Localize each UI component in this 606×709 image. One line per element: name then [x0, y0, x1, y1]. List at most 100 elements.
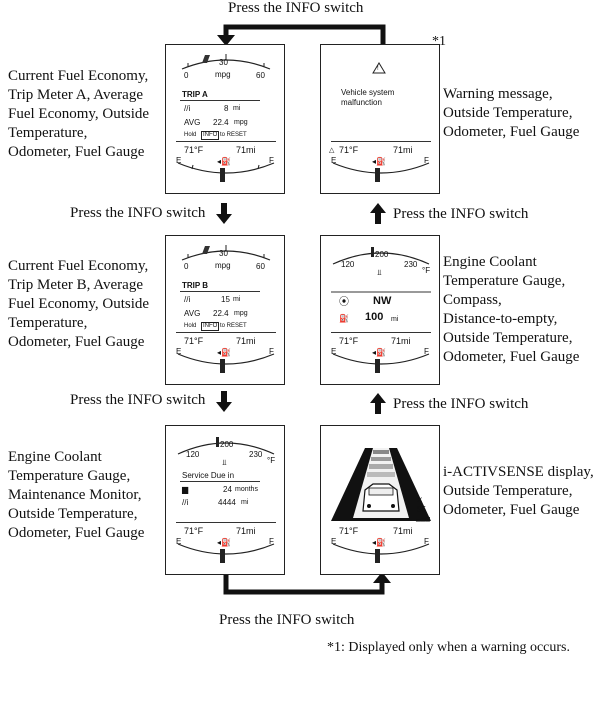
small-warning-icon: △ — [329, 147, 335, 154]
trip-icon: //i — [184, 295, 191, 304]
fuel-pump-icon: ◂⛽ — [217, 348, 231, 357]
fuel-full: F — [424, 537, 429, 546]
gauge-unit: mpg — [215, 261, 231, 270]
reset-text: to RESET — [220, 132, 247, 138]
divider — [176, 522, 276, 523]
fuel-pump-icon: ◂⛽ — [372, 157, 386, 166]
months-unit: months — [235, 486, 258, 493]
lane-icon: ⛌ — [417, 497, 423, 504]
caption-trip-a: Current Fuel Economy, Trip Meter A, Aver… — [8, 68, 150, 160]
warning-line-2: malfunction — [341, 98, 382, 107]
temp-mid: 200 — [375, 250, 389, 259]
months-value: 24 — [223, 485, 232, 494]
press-info-top: Press the INFO switch — [228, 0, 364, 16]
calendar-icon: ▆ — [182, 485, 189, 494]
gauge-max: 60 — [256, 71, 265, 80]
odometer: 71mi — [236, 145, 256, 155]
footnote-text: *1: Displayed only when a warning occurs… — [327, 640, 570, 655]
screen-warning: ! Vehicle system malfunction △ 71°F 71mi… — [320, 44, 440, 194]
outside-temp: 71°F — [184, 526, 204, 536]
fuel-pump-icon: ◂⛽ — [217, 157, 231, 166]
fuel-full: F — [269, 537, 274, 546]
fuel-empty: E — [331, 156, 337, 165]
coolant-icon: ⫫ — [222, 458, 227, 467]
screen-trip-a: 0 30 60 mpg TRIP A //i 8 mi AVG 22.4 mpg… — [165, 44, 285, 194]
coolant-gauge-art — [177, 437, 275, 563]
activsense-art — [331, 448, 431, 563]
avg-value: 22.4 — [213, 118, 229, 127]
gauge-mid: 30 — [219, 249, 228, 258]
temp-low: 120 — [186, 450, 200, 459]
outside-temp: 71°F — [184, 336, 204, 346]
fuel-economy-gauge-art — [177, 54, 275, 182]
temp-low: 120 — [341, 260, 355, 269]
screen-activsense: ⛌ 55 ▂▃▅ 71°F 71mi E F ◂⛽ — [320, 425, 440, 575]
odometer: 71mi — [236, 526, 256, 536]
avg-unit: mpg — [234, 119, 248, 126]
caption-warning: Warning message, Outside Temperature, Od… — [443, 86, 580, 140]
caption-trip-b: Current Fuel Economy, Trip Meter B, Aver… — [8, 258, 150, 350]
press-info-right-1: Press the INFO switch — [393, 206, 529, 222]
fuel-empty: E — [176, 537, 182, 546]
fuel-full: F — [269, 347, 274, 356]
compass-heading: NW — [373, 295, 392, 307]
hold-text: Hold — [184, 323, 197, 329]
temp-high: 230 — [249, 450, 263, 459]
warning-icon: ! — [377, 66, 379, 72]
avg-unit: mpg — [234, 310, 248, 317]
fuel-full: F — [269, 156, 274, 165]
hold-text: Hold — [184, 132, 197, 138]
divider — [176, 141, 276, 142]
distance-icon: //i — [182, 498, 189, 507]
screen-coolant-maint: 120 200 230 °F ⫫ Service Due in ▆ 24 mon… — [165, 425, 285, 575]
gauge-min: 0 — [184, 262, 189, 271]
avg-label: AVG — [184, 309, 201, 318]
divider — [180, 291, 260, 292]
outside-temp: 71°F — [339, 336, 359, 346]
trip-unit: mi — [233, 105, 241, 112]
distance-unit: mi — [241, 499, 249, 506]
temp-unit: °F — [267, 456, 276, 465]
info-key: INFO — [201, 322, 220, 331]
distance-value: 4444 — [218, 498, 236, 507]
info-key: INFO — [201, 131, 220, 140]
fuel-pump-icon: ◂⛽ — [372, 538, 386, 547]
press-info-left-1: Press the INFO switch — [70, 205, 206, 221]
screen-coolant-compass: 120 200 230 °F ⫫ ⦿ NW ⛽ 100 mi 71°F 71mi… — [320, 235, 440, 385]
temp-high: 230 — [404, 260, 418, 269]
coolant-gauge-art — [331, 247, 431, 373]
fuel-economy-gauge-art — [177, 245, 275, 373]
divider — [331, 141, 431, 142]
divider — [176, 332, 276, 333]
trip-unit: mi — [233, 296, 241, 303]
temp-mid: 200 — [220, 440, 234, 449]
gauge-min: 0 — [184, 71, 189, 80]
dte-unit: mi — [391, 316, 399, 323]
trip-value: 8 — [224, 104, 229, 113]
dte-icon: ⛽ — [339, 314, 349, 323]
odometer: 71mi — [236, 336, 256, 346]
warning-line-1: Vehicle system — [341, 88, 395, 97]
gauge-unit: mpg — [215, 70, 231, 79]
service-title: Service Due in — [182, 471, 235, 480]
press-info-left-2: Press the INFO switch — [70, 392, 206, 408]
fuel-full: F — [424, 156, 429, 165]
caption-coolant-maint: Engine Coolant Temperature Gauge, Mainte… — [8, 449, 145, 541]
fuel-gauge-art — [332, 62, 430, 182]
fuel-empty: E — [176, 347, 182, 356]
fuel-pump-icon: ◂⛽ — [217, 538, 231, 547]
avg-value: 22.4 — [213, 309, 229, 318]
outside-temp: 71°F — [184, 145, 204, 155]
divider — [331, 332, 431, 333]
press-info-bottom: Press the INFO switch — [219, 612, 355, 628]
odometer: 71mi — [393, 526, 413, 536]
outside-temp: 71°F — [339, 145, 359, 155]
dte-value: 100 — [365, 311, 384, 323]
press-info-right-2: Press the INFO switch — [393, 396, 529, 412]
trip-label: TRIP B — [182, 281, 209, 290]
set-speed: 55 — [417, 505, 426, 514]
gauge-max: 60 — [256, 262, 265, 271]
caption-coolant-compass: Engine Coolant Temperature Gauge, Compas… — [443, 254, 580, 365]
fuel-pump-icon: ◂⛽ — [372, 348, 386, 357]
